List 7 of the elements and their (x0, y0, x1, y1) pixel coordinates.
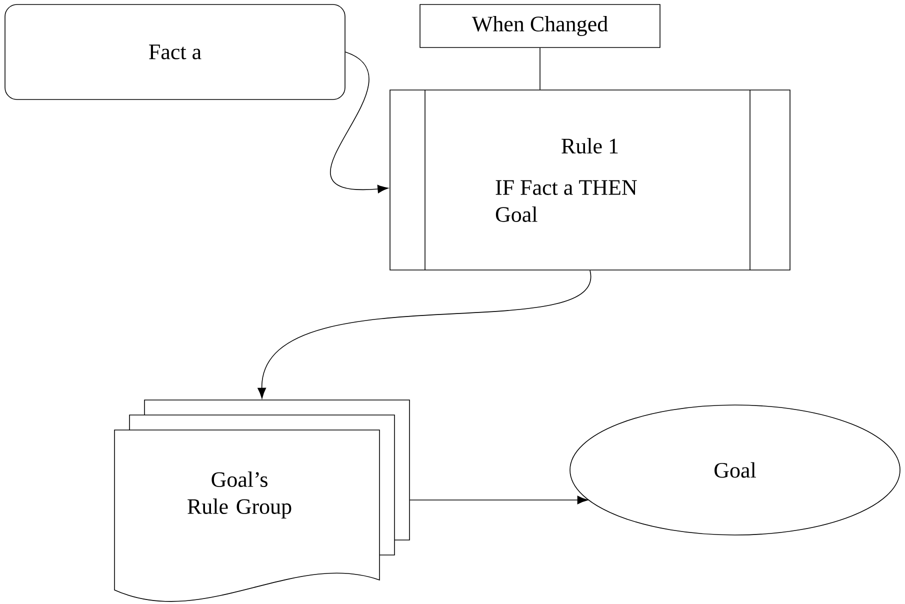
fact-box: Fact a (4, 4, 346, 100)
arrow (330, 52, 388, 194)
node-label: Goal’s Rule Group (188, 472, 292, 518)
document-stack: Goal’s Rule Group (114, 400, 410, 602)
arrow (258, 270, 590, 399)
arrow (409, 496, 588, 504)
trigger-box: When Changed (420, 4, 660, 48)
